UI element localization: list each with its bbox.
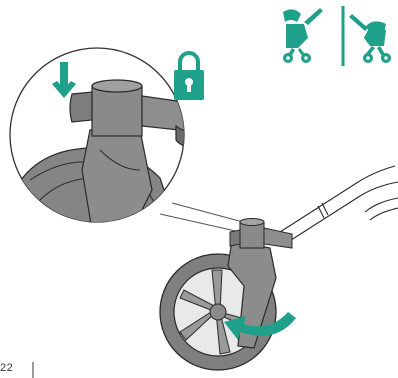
detail-zoom-circle [10, 48, 198, 238]
padlock-icon [174, 53, 204, 100]
stroller-frame [280, 166, 398, 242]
stroller-rear-facing-icon [349, 14, 391, 63]
stroller-forward-facing-icon [283, 8, 323, 63]
page-number: 22 [0, 362, 13, 374]
zoom-connector-line [160, 214, 240, 232]
